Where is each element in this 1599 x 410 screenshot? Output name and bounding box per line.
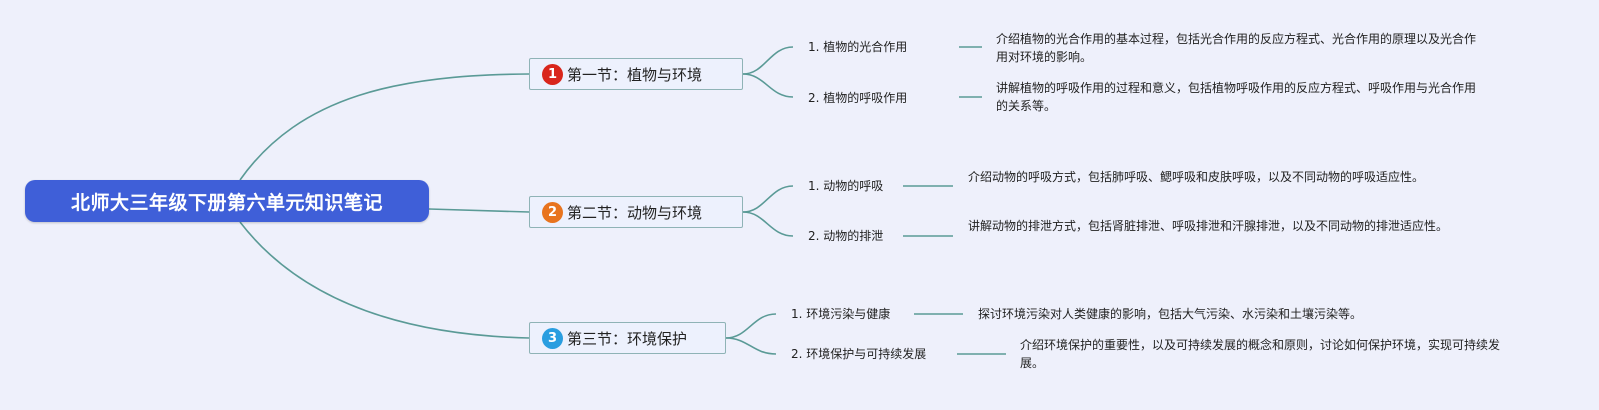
connector-section-1-topic-2 (742, 73, 794, 98)
topic-1-1[interactable]: 1. 植物的光合作用 (808, 40, 908, 54)
connector-section-1-topic-1 (742, 46, 794, 75)
desc-2-1: 介绍动物的呼吸方式，包括肺呼吸、鳃呼吸和皮肤呼吸，以及不同动物的呼吸适应性。 (968, 170, 1425, 184)
section-node-3[interactable]: 3 第三节：环境保护 (529, 322, 726, 354)
connector-section-3-topic-1 (725, 313, 777, 339)
section-title-1: 第一节：植物与环境 (567, 65, 703, 84)
root-title: 北师大三年级下册第六单元知识笔记 (70, 191, 383, 214)
section-title-3: 第三节：环境保护 (567, 329, 688, 348)
desc-3-2: 介绍环境保护的重要性，以及可持续发展的概念和原则，讨论如何保护环境，实现可持续发… (1020, 338, 1501, 370)
section-title-2: 第二节：动物与环境 (567, 203, 703, 222)
connector-root-section-1 (239, 73, 530, 181)
number-badge-3-icon: 3 (542, 327, 563, 349)
root-node[interactable]: 北师大三年级下册第六单元知识笔记 (25, 180, 429, 222)
connector-section-2-topic-2 (742, 211, 794, 237)
topic-2-1[interactable]: 1. 动物的呼吸 (808, 179, 884, 193)
desc-1-1: 介绍植物的光合作用的基本过程，包括光合作用的反应方程式、光合作用的原理以及光合作… (996, 32, 1477, 64)
topic-3-2[interactable]: 2. 环境保护与可持续发展 (791, 347, 927, 361)
number-badge-1-icon: 1 (542, 63, 563, 85)
section-node-2[interactable]: 2 第二节：动物与环境 (529, 196, 743, 228)
connector-root-section-3 (239, 221, 530, 339)
connector-section-3-topic-2 (725, 337, 777, 355)
topic-3-1[interactable]: 1. 环境污染与健康 (791, 307, 891, 321)
topic-2-2[interactable]: 2. 动物的排泄 (808, 229, 884, 243)
desc-1-2: 讲解植物的呼吸作用的过程和意义，包括植物呼吸作用的反应方程式、呼吸作用与光合作用… (996, 81, 1477, 113)
desc-3-1: 探讨环境污染对人类健康的影响，包括大气污染、水污染和土壤污染等。 (978, 307, 1363, 321)
desc-2-2: 讲解动物的排泄方式，包括肾脏排泄、呼吸排泄和汗腺排泄，以及不同动物的排泄适应性。 (968, 219, 1449, 233)
connector-root-section-2 (428, 208, 530, 213)
topic-1-2[interactable]: 2. 植物的呼吸作用 (808, 91, 908, 105)
connector-section-2-topic-1 (742, 185, 794, 213)
number-badge-2-icon: 2 (542, 201, 563, 223)
section-node-1[interactable]: 1 第一节：植物与环境 (529, 58, 743, 90)
